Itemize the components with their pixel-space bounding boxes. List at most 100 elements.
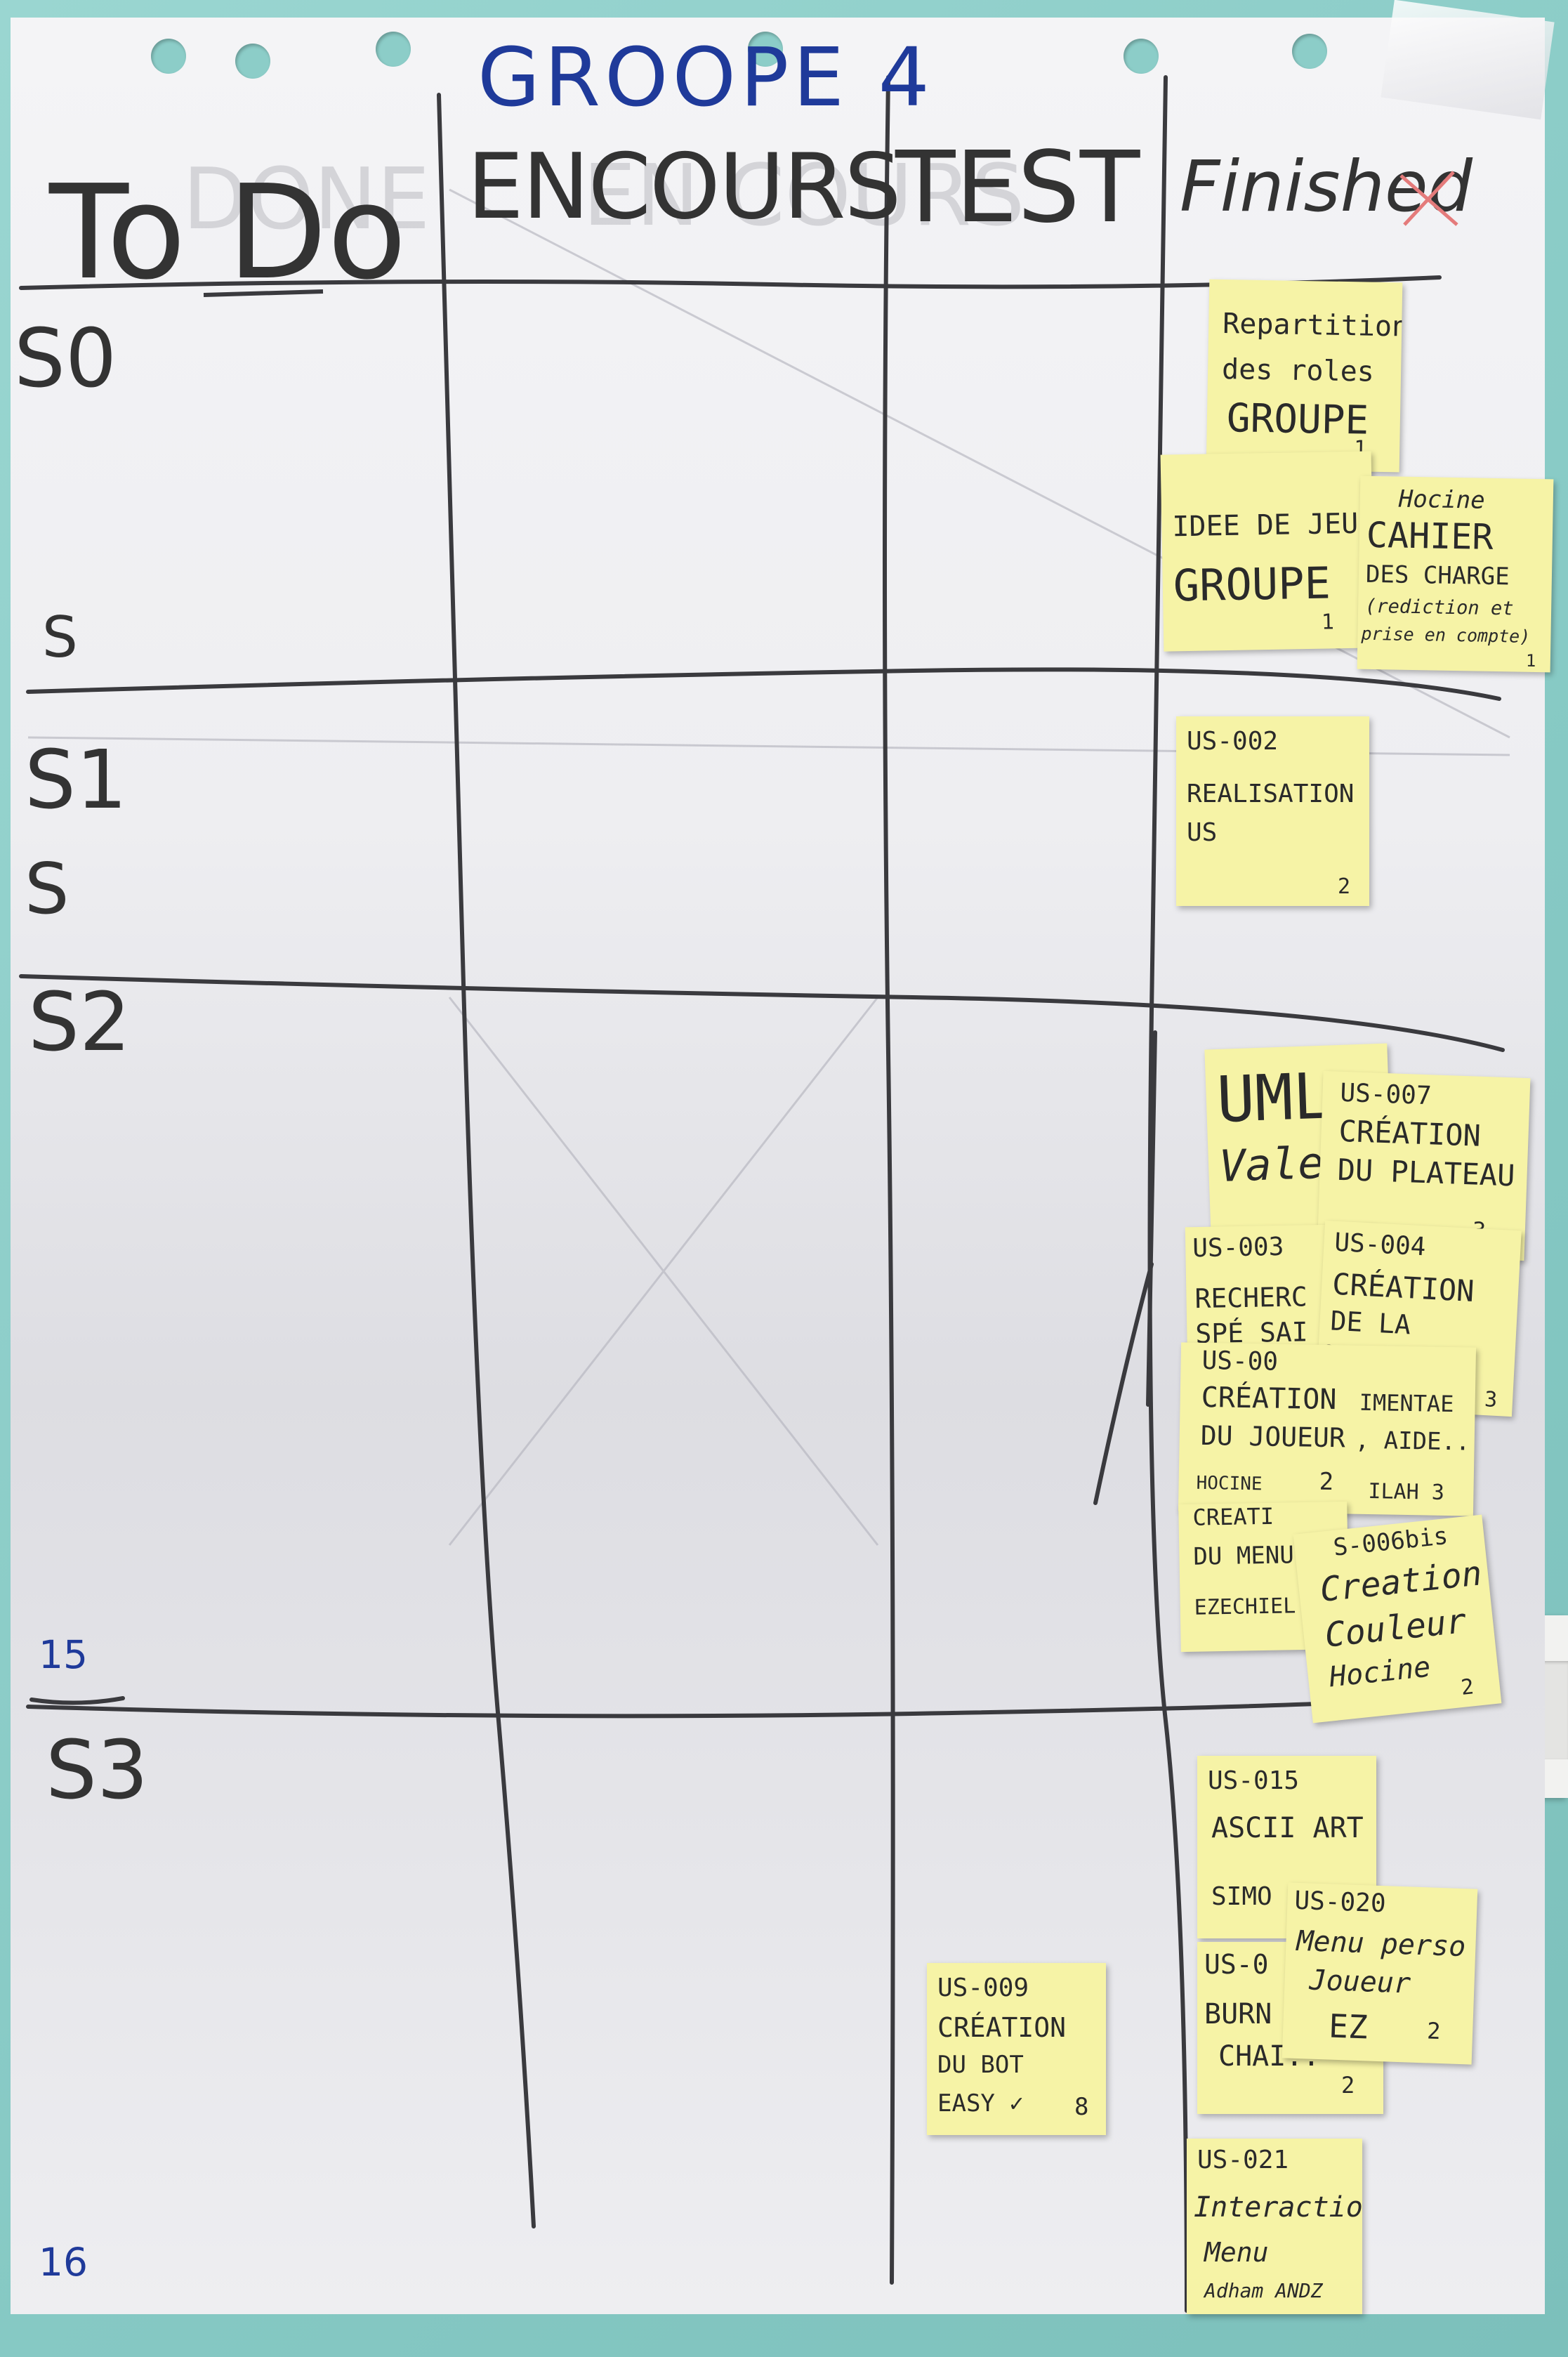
punch-hole xyxy=(748,32,783,67)
note-points: 2 xyxy=(1341,2072,1355,2099)
note-text: prise en compte) xyxy=(1361,623,1531,647)
column-divider-test-finished xyxy=(1147,75,1189,2313)
note-text: REALISATION xyxy=(1187,780,1355,808)
note-text: CRÉATION xyxy=(1201,1381,1337,1417)
note-text: DE LA xyxy=(1329,1305,1412,1341)
punch-hole xyxy=(376,32,411,67)
column-divider-test-finished-extra xyxy=(1146,1030,1157,1407)
note-id: US-003 xyxy=(1192,1232,1284,1263)
note-owner: Adham ANDZ xyxy=(1204,2279,1323,2302)
note-text: BURN xyxy=(1204,1998,1272,2030)
note-text: DU MENU xyxy=(1193,1541,1295,1571)
note-text: Menu xyxy=(1204,2237,1269,2268)
sticky-note-us-006bis: S-006bis Creation Couleur Hocine 2 xyxy=(1293,1514,1502,1724)
note-text: CRÉATION xyxy=(937,2012,1067,2043)
note-text: IDEE DE JEU xyxy=(1171,507,1359,544)
ghost-writing: DONE xyxy=(183,151,430,249)
note-text: CRÉATION xyxy=(1331,1266,1475,1309)
note-text: des roles xyxy=(1221,353,1375,388)
punch-hole xyxy=(1292,34,1327,69)
note-text: ASCII ART xyxy=(1211,1812,1364,1844)
stray-marker-stroke xyxy=(1093,1262,1154,1505)
note-text: GROUPE xyxy=(1173,557,1331,612)
sticky-note-us-021: US-021 Interaction Menu Adham ANDZ xyxy=(1187,2139,1362,2314)
note-text: CREATI xyxy=(1192,1502,1274,1531)
note-id: US-00 xyxy=(1201,1346,1279,1377)
punch-hole xyxy=(235,44,270,79)
note-points: 2 xyxy=(1426,2017,1442,2045)
note-id: US-021 xyxy=(1197,2146,1289,2174)
column-header-todo: To Do xyxy=(48,157,407,308)
sprint-divider-s2-s3 xyxy=(26,1694,1463,1719)
note-owner: Hocine xyxy=(1398,485,1486,515)
note-text: IMENTAE xyxy=(1359,1388,1454,1418)
note-text: US xyxy=(1187,818,1218,847)
note-id: US-015 xyxy=(1208,1766,1300,1795)
sprint-sub-label-s1: S xyxy=(25,848,69,930)
note-owner: EZ xyxy=(1328,2007,1369,2047)
sprint-label-s0: S0 xyxy=(14,312,117,406)
note-text: EASY ✓ xyxy=(937,2089,1024,2118)
note-text: Interaction xyxy=(1194,2191,1362,2224)
sprint-label-s2: S2 xyxy=(28,976,131,1070)
column-header-test: TEST xyxy=(895,131,1140,245)
note-id: US-002 xyxy=(1187,727,1279,756)
note-points: 2 xyxy=(1459,1674,1475,1700)
sprint-sub-label-s0: S xyxy=(42,605,78,670)
red-cross-mark xyxy=(1399,171,1458,226)
sprint-divider-tick xyxy=(29,1696,125,1705)
note-text: Menu perso xyxy=(1296,1924,1467,1964)
note-text: DES CHARGE xyxy=(1365,560,1510,591)
column-divider-todo-encours xyxy=(437,93,536,2228)
page-number-bottom: 16 xyxy=(39,2240,88,2285)
note-text: CAHIER xyxy=(1366,514,1494,558)
note-points: 2 xyxy=(1338,874,1351,899)
note-id: S-006bis xyxy=(1331,1521,1449,1562)
note-text: Repartition xyxy=(1222,307,1403,343)
sticky-note-us-creation-joueur: US-00 CRÉATION IMENTAE DU JOUEUR , AIDE.… xyxy=(1178,1342,1477,1516)
note-points: 2 xyxy=(1319,1467,1334,1497)
note-id: US-004 xyxy=(1333,1228,1427,1262)
note-text: CRÉATION xyxy=(1338,1113,1482,1153)
note-points: 1 xyxy=(1525,650,1536,671)
note-id: US-0 xyxy=(1204,1949,1269,1980)
column-divider-encours-test xyxy=(883,75,895,2285)
note-owner: SIMO xyxy=(1211,1882,1272,1911)
punch-hole xyxy=(151,39,186,74)
note-owner: EZECHIEL xyxy=(1194,1594,1296,1620)
note-owner: Hocine xyxy=(1327,1650,1432,1694)
sticky-note-cahier-des-charges: Hocine CAHIER DES CHARGE (rediction et p… xyxy=(1357,475,1554,673)
sticky-note-us-020: US-020 Menu perso Joueur EZ 2 xyxy=(1282,1882,1478,2065)
ghost-writing: EN COURS xyxy=(583,147,1025,245)
note-text: GROUPE xyxy=(1226,395,1369,444)
sticky-note-idee-de-jeu: IDEE DE JEU GROUPE 1 xyxy=(1160,451,1375,652)
note-text: ILAH 3 xyxy=(1368,1479,1445,1505)
column-header-finished: Finished xyxy=(1180,145,1473,228)
sprint-label-s3: S3 xyxy=(46,1724,148,1818)
sticky-note-repartition: Repartition des roles GROUPE 1 xyxy=(1206,279,1403,473)
note-text: RECHERC xyxy=(1194,1281,1308,1315)
sticky-note-us-009: US-009 CRÉATION DU BOT EASY ✓ 8 xyxy=(927,1963,1106,2135)
note-text: Couleur xyxy=(1323,1601,1469,1655)
note-id: US-007 xyxy=(1339,1078,1432,1111)
note-text: DU BOT xyxy=(937,2051,1024,2079)
note-text: Joueur xyxy=(1308,1964,1411,2000)
note-text: DU JOUEUR xyxy=(1200,1419,1346,1454)
page-number-mid: 15 xyxy=(39,1632,88,1677)
note-text: DU PLATEAU xyxy=(1336,1152,1516,1193)
punch-hole xyxy=(1124,39,1159,74)
note-text: , AIDE...) xyxy=(1355,1426,1477,1457)
sticky-note-us-002: US-002 REALISATION US 2 xyxy=(1176,716,1369,906)
note-text: (rediction et xyxy=(1364,595,1514,620)
note-text: UML xyxy=(1215,1059,1333,1138)
pencil-line xyxy=(448,997,879,1546)
note-owner: HOCINE xyxy=(1196,1472,1263,1495)
board-title: GROOPE 4 xyxy=(477,31,934,125)
note-points: 1 xyxy=(1321,610,1335,635)
note-id: US-020 xyxy=(1293,1886,1387,1919)
todo-underline xyxy=(203,289,324,297)
note-points: 8 xyxy=(1074,2093,1089,2121)
note-points: 3 xyxy=(1484,1387,1498,1413)
sprint-divider-s0-s1 xyxy=(26,667,1501,701)
sprint-label-s1: S1 xyxy=(25,733,127,827)
